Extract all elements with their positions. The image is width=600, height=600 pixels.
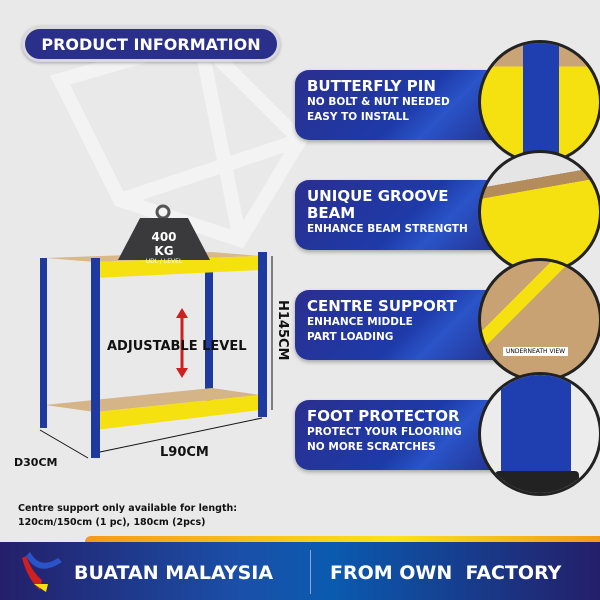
feature-centre-support: CENTRE SUPPORT ENHANCE MIDDLE PART LOADI… xyxy=(295,290,500,360)
malaysia-logo-icon xyxy=(22,552,62,592)
footer-bar xyxy=(0,542,600,600)
shelf-illustration xyxy=(39,204,273,459)
feature-butterfly-pin: BUTTERFLY PIN NO BOLT & NUT NEEDED EASY … xyxy=(295,70,500,140)
from-own-factory-label: FROM OWN FACTORY xyxy=(330,562,562,584)
buatan-malaysia-label: BUATAN MALAYSIA xyxy=(74,562,274,584)
length-dimension: L90CM xyxy=(160,445,209,460)
groove-beam-image xyxy=(478,150,600,274)
page-title: PRODUCT INFORMATION xyxy=(22,26,280,62)
feature-foot-protector: FOOT PROTECTOR PROTECT YOUR FLOORING NO … xyxy=(295,400,500,470)
feature-groove-beam: UNIQUE GROOVE BEAM ENHANCE BEAM STRENGTH xyxy=(295,180,500,250)
footer-stripe xyxy=(85,536,600,543)
height-dimension: H145CM xyxy=(275,300,290,361)
weight-label: 400 KG UDL / LEVEL xyxy=(145,230,183,265)
centre-support-note: Centre support only available for length… xyxy=(18,503,238,528)
butterfly-pin-image xyxy=(478,40,600,164)
footer-divider xyxy=(310,550,311,594)
foot-protector-image xyxy=(478,372,600,496)
depth-dimension: D30CM xyxy=(14,456,58,469)
adjustable-level-label: ADJUSTABLE LEVEL xyxy=(107,339,247,354)
centre-support-image: UNDERNEATH VIEW xyxy=(478,258,600,382)
